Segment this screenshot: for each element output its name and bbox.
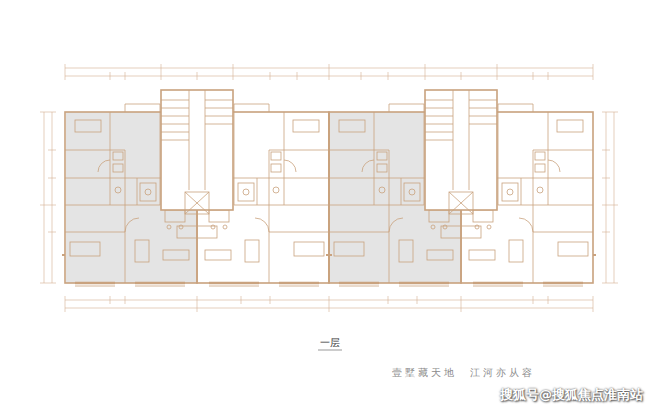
slogan-text: 江河亦从容 (470, 366, 535, 380)
slogan-text: 壹墅藏天地 (392, 366, 457, 380)
watermark: 搜狐号@搜狐焦点淮南站 (500, 386, 643, 404)
floor-caption: 一层 (320, 336, 340, 350)
